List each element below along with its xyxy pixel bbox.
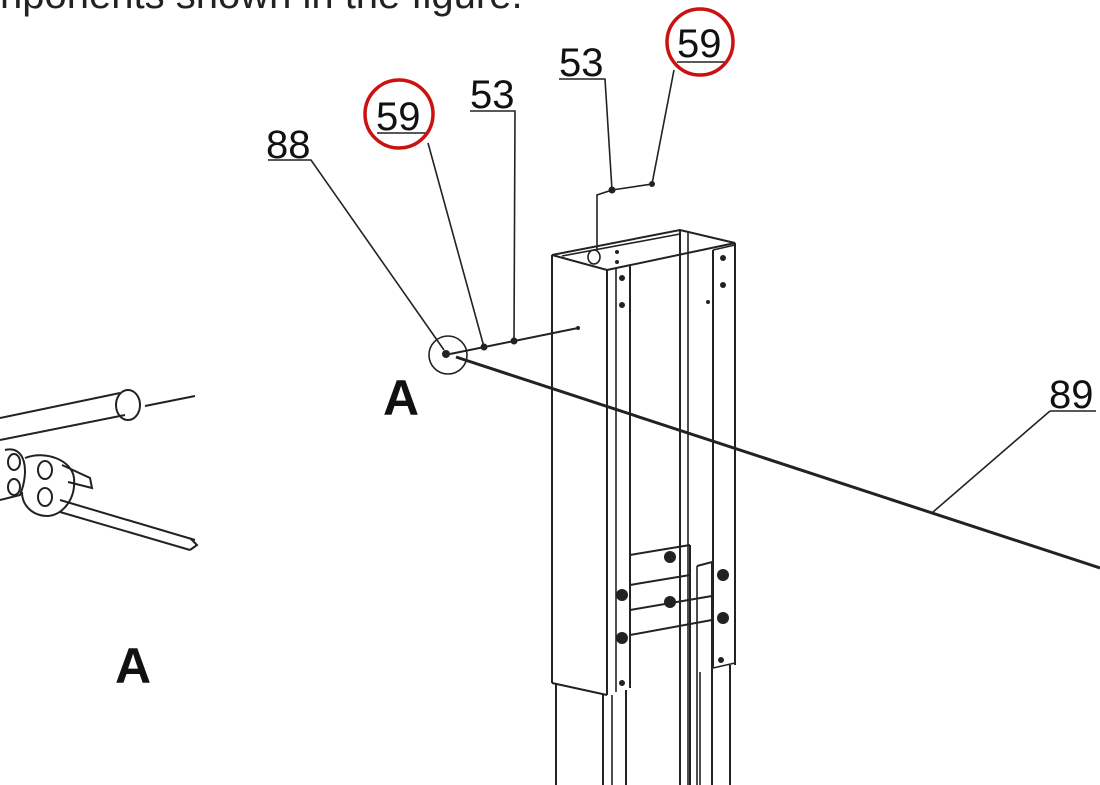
highlight-circle-59-left (363, 78, 435, 150)
part-label-59-left: 59 (376, 95, 421, 139)
detail-a-lower-label: A (115, 638, 151, 694)
part-label-59-right: 59 (677, 22, 722, 66)
cable-89 (455, 355, 1100, 570)
part-label-53-left: 53 (470, 73, 515, 117)
upright-post (551, 228, 736, 785)
leader-59-left (427, 142, 485, 348)
leader-53-right (559, 78, 613, 250)
header-text: nponents shown in the figure. (0, 0, 523, 17)
part-label-88: 88 (266, 123, 311, 167)
detail-a-callout-circle (428, 335, 468, 375)
leader-89 (932, 410, 1051, 513)
leader-53-left (470, 110, 516, 342)
bolt-head (442, 350, 450, 358)
part-label-53-right: 53 (559, 41, 604, 85)
leader-88 (268, 159, 445, 351)
leader-59-right (611, 69, 675, 191)
detail-a-upper-label: A (383, 370, 419, 426)
part-label-89: 89 (1049, 373, 1094, 417)
detail-a-assembly (0, 389, 199, 551)
highlight-circle-59-right (665, 7, 735, 77)
